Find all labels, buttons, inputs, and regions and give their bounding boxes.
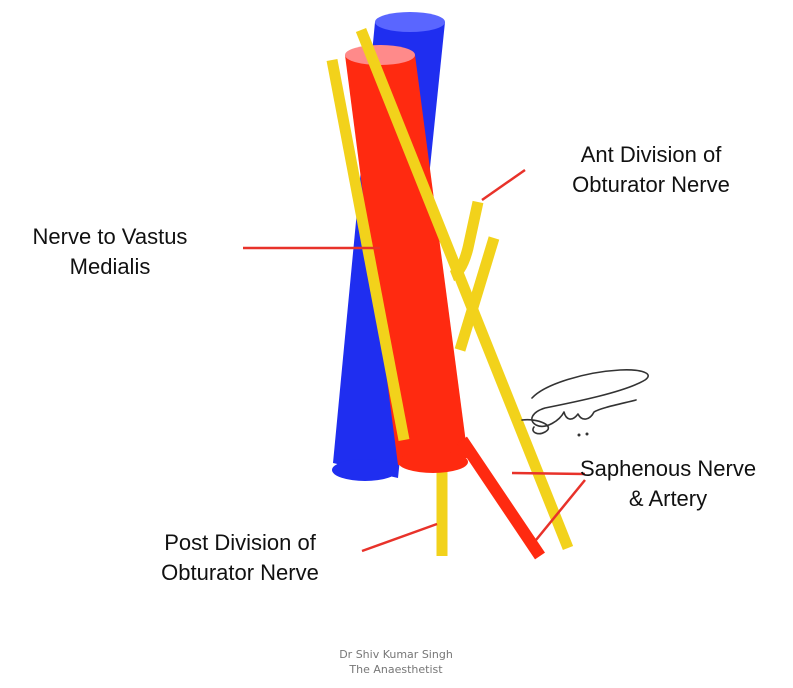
label-line: Nerve to Vastus: [10, 222, 210, 252]
label-line: & Artery: [568, 484, 768, 514]
vein-top-cap: [375, 12, 445, 32]
label-post-division-obturator: Post Division of Obturator Nerve: [130, 528, 350, 588]
signature-dot: [578, 434, 581, 437]
signature-stroke: [522, 370, 648, 434]
label-line: Post Division of: [130, 528, 350, 558]
label-line: Medialis: [10, 252, 210, 282]
vein-bottom-cap: [332, 459, 398, 481]
signature-dot: [586, 433, 589, 436]
author-credit: Dr Shiv Kumar Singh The Anaesthetist: [296, 647, 496, 677]
artery-bottom-cap: [398, 451, 468, 473]
signature: [522, 370, 648, 437]
credit-title: The Anaesthetist: [296, 662, 496, 677]
label-line: Obturator Nerve: [546, 170, 756, 200]
label-line: Obturator Nerve: [130, 558, 350, 588]
pointer-post-division: [362, 524, 437, 551]
label-nerve-to-vastus-medialis: Nerve to Vastus Medialis: [10, 222, 210, 282]
label-line: Saphenous Nerve: [568, 454, 768, 484]
artery-top-cap: [345, 45, 415, 65]
label-ant-division-obturator: Ant Division of Obturator Nerve: [546, 140, 756, 200]
label-line: Ant Division of: [546, 140, 756, 170]
credit-name: Dr Shiv Kumar Singh: [296, 647, 496, 662]
pointer-ant-division: [482, 170, 525, 200]
label-saphenous-nerve-artery: Saphenous Nerve & Artery: [568, 454, 768, 514]
